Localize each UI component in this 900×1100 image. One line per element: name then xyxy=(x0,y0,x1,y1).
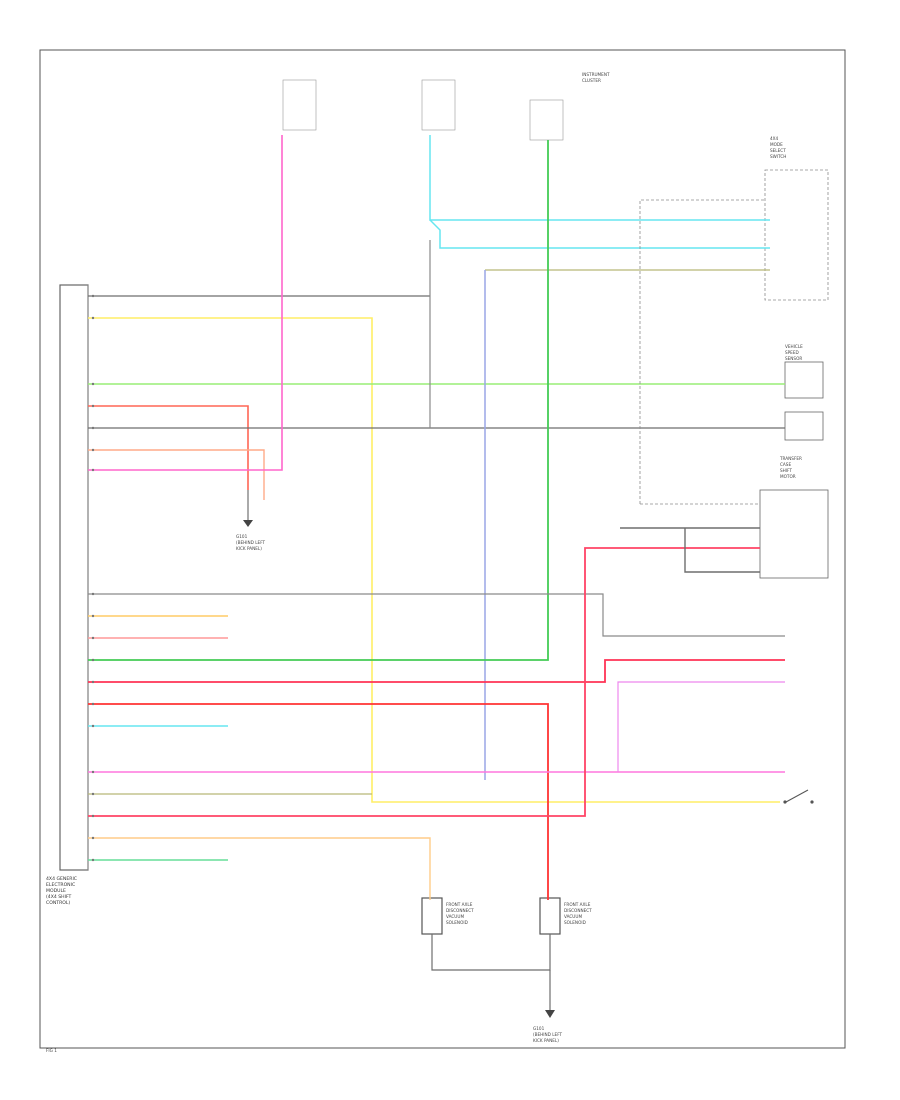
left-solenoid-line-3: VACUUM xyxy=(446,914,464,919)
ground-label-left: G101 (BEHIND LEFT KICK PANEL) xyxy=(236,534,266,551)
left-solenoid-line-4: SOLENOID xyxy=(446,920,468,925)
speed-sensor-line-2: SPEED xyxy=(785,350,799,355)
wire-orange-solenoid xyxy=(88,837,431,900)
fuse-block-center xyxy=(421,79,456,131)
ground-symbol-left xyxy=(243,490,253,527)
module-connector xyxy=(59,284,89,871)
mode-switch-line-2: MODE xyxy=(770,142,783,147)
page-ref: FIG 1 xyxy=(46,1048,57,1053)
module-label-line-3: MODULE xyxy=(46,888,66,894)
right-solenoid-label: FRONT AXLE DISCONNECT VACUUM SOLENOID xyxy=(564,902,592,925)
hub-switch-box xyxy=(784,361,824,399)
wire-violet xyxy=(617,681,785,772)
wire-red-solenoid xyxy=(88,703,549,900)
mode-switch-line-4: SWITCH xyxy=(770,154,786,159)
wire-red-short xyxy=(88,405,249,490)
wire-motor-b xyxy=(684,528,760,573)
speed-sensor-line-1: VEHICLE xyxy=(785,344,803,349)
left-solenoid-line-1: FRONT AXLE xyxy=(446,902,473,907)
right-solenoid-line-3: VACUUM xyxy=(564,914,582,919)
mode-switch-line-3: SELECT xyxy=(770,148,786,153)
right-solenoid xyxy=(539,897,561,935)
wire-pink xyxy=(88,135,283,471)
fuse-block-left xyxy=(282,79,317,131)
wire-cyan-b xyxy=(429,219,770,249)
wire-green xyxy=(88,140,549,661)
wire-cyan-a xyxy=(429,135,770,221)
cluster-label: INSTRUMENT CLUSTER xyxy=(582,72,610,83)
mode-switch-line-1: 4X4 xyxy=(770,136,779,141)
transfer-case-line-3: SHIFT xyxy=(780,468,792,473)
wire-red-motor xyxy=(88,547,760,817)
ground-label-bottom: G101 (BEHIND LEFT KICK PANEL) xyxy=(533,1026,563,1043)
transfer-case-label: TRANSFER CASE SHIFT MOTOR xyxy=(779,456,802,479)
module-label-line-4: (4X4 SHIFT xyxy=(46,894,72,900)
cluster-line-2: CLUSTER xyxy=(582,78,601,83)
right-solenoid-line-1: FRONT AXLE xyxy=(564,902,591,907)
wire-salmon xyxy=(88,449,265,500)
right-solenoid-line-4: SOLENOID xyxy=(564,920,586,925)
ground-left-line-2: (BEHIND LEFT xyxy=(236,540,266,545)
speed-sensor-line-3: SENSOR xyxy=(785,356,802,361)
mode-switch-label: 4X4 MODE SELECT SWITCH xyxy=(770,136,786,159)
left-solenoid-label: FRONT AXLE DISCONNECT VACUUM SOLENOID xyxy=(446,902,474,925)
transfer-motor-box xyxy=(759,489,829,579)
pin-dots xyxy=(91,294,95,862)
transfer-case-line-2: CASE xyxy=(780,462,791,467)
ground-left-line-1: G101 xyxy=(236,534,248,539)
ground-left-line-3: KICK PANEL) xyxy=(236,546,262,551)
ground-bottom-line-3: KICK PANEL) xyxy=(533,1038,559,1043)
module-label-line-1: 4X4 GENERIC xyxy=(46,876,77,882)
ground-bottom-line-2: (BEHIND LEFT xyxy=(533,1032,563,1037)
module-label: 4X4 GENERIC ELECTRONIC MODULE (4X4 SHIFT… xyxy=(46,876,77,906)
speed-sensor-label: VEHICLE SPEED SENSOR xyxy=(785,344,803,361)
right-solenoid-line-2: DISCONNECT xyxy=(564,908,592,913)
wire-yellow xyxy=(88,317,780,803)
wire-solenoid-ground xyxy=(431,934,551,971)
ground-bottom-line-1: G101 xyxy=(533,1026,545,1031)
dash-link-a xyxy=(639,199,765,504)
switch-symbol xyxy=(783,789,814,804)
ground-symbol-bottom xyxy=(545,1010,555,1018)
wire-gray-mid xyxy=(88,593,785,637)
diagram-frame xyxy=(39,49,846,1049)
transfer-case-line-1: TRANSFER xyxy=(779,456,802,461)
mode-switch-box xyxy=(764,169,829,301)
module-label-line-5: CONTROL) xyxy=(46,900,70,906)
transfer-case-line-4: MOTOR xyxy=(780,474,796,479)
wire-red-long xyxy=(88,659,785,683)
transfer-relay-box xyxy=(784,411,824,441)
left-solenoid xyxy=(421,897,443,935)
module-label-line-2: ELECTRONIC xyxy=(46,882,75,888)
cluster-line-1: INSTRUMENT xyxy=(582,72,610,77)
cluster-block xyxy=(529,99,564,141)
left-solenoid-line-2: DISCONNECT xyxy=(446,908,474,913)
